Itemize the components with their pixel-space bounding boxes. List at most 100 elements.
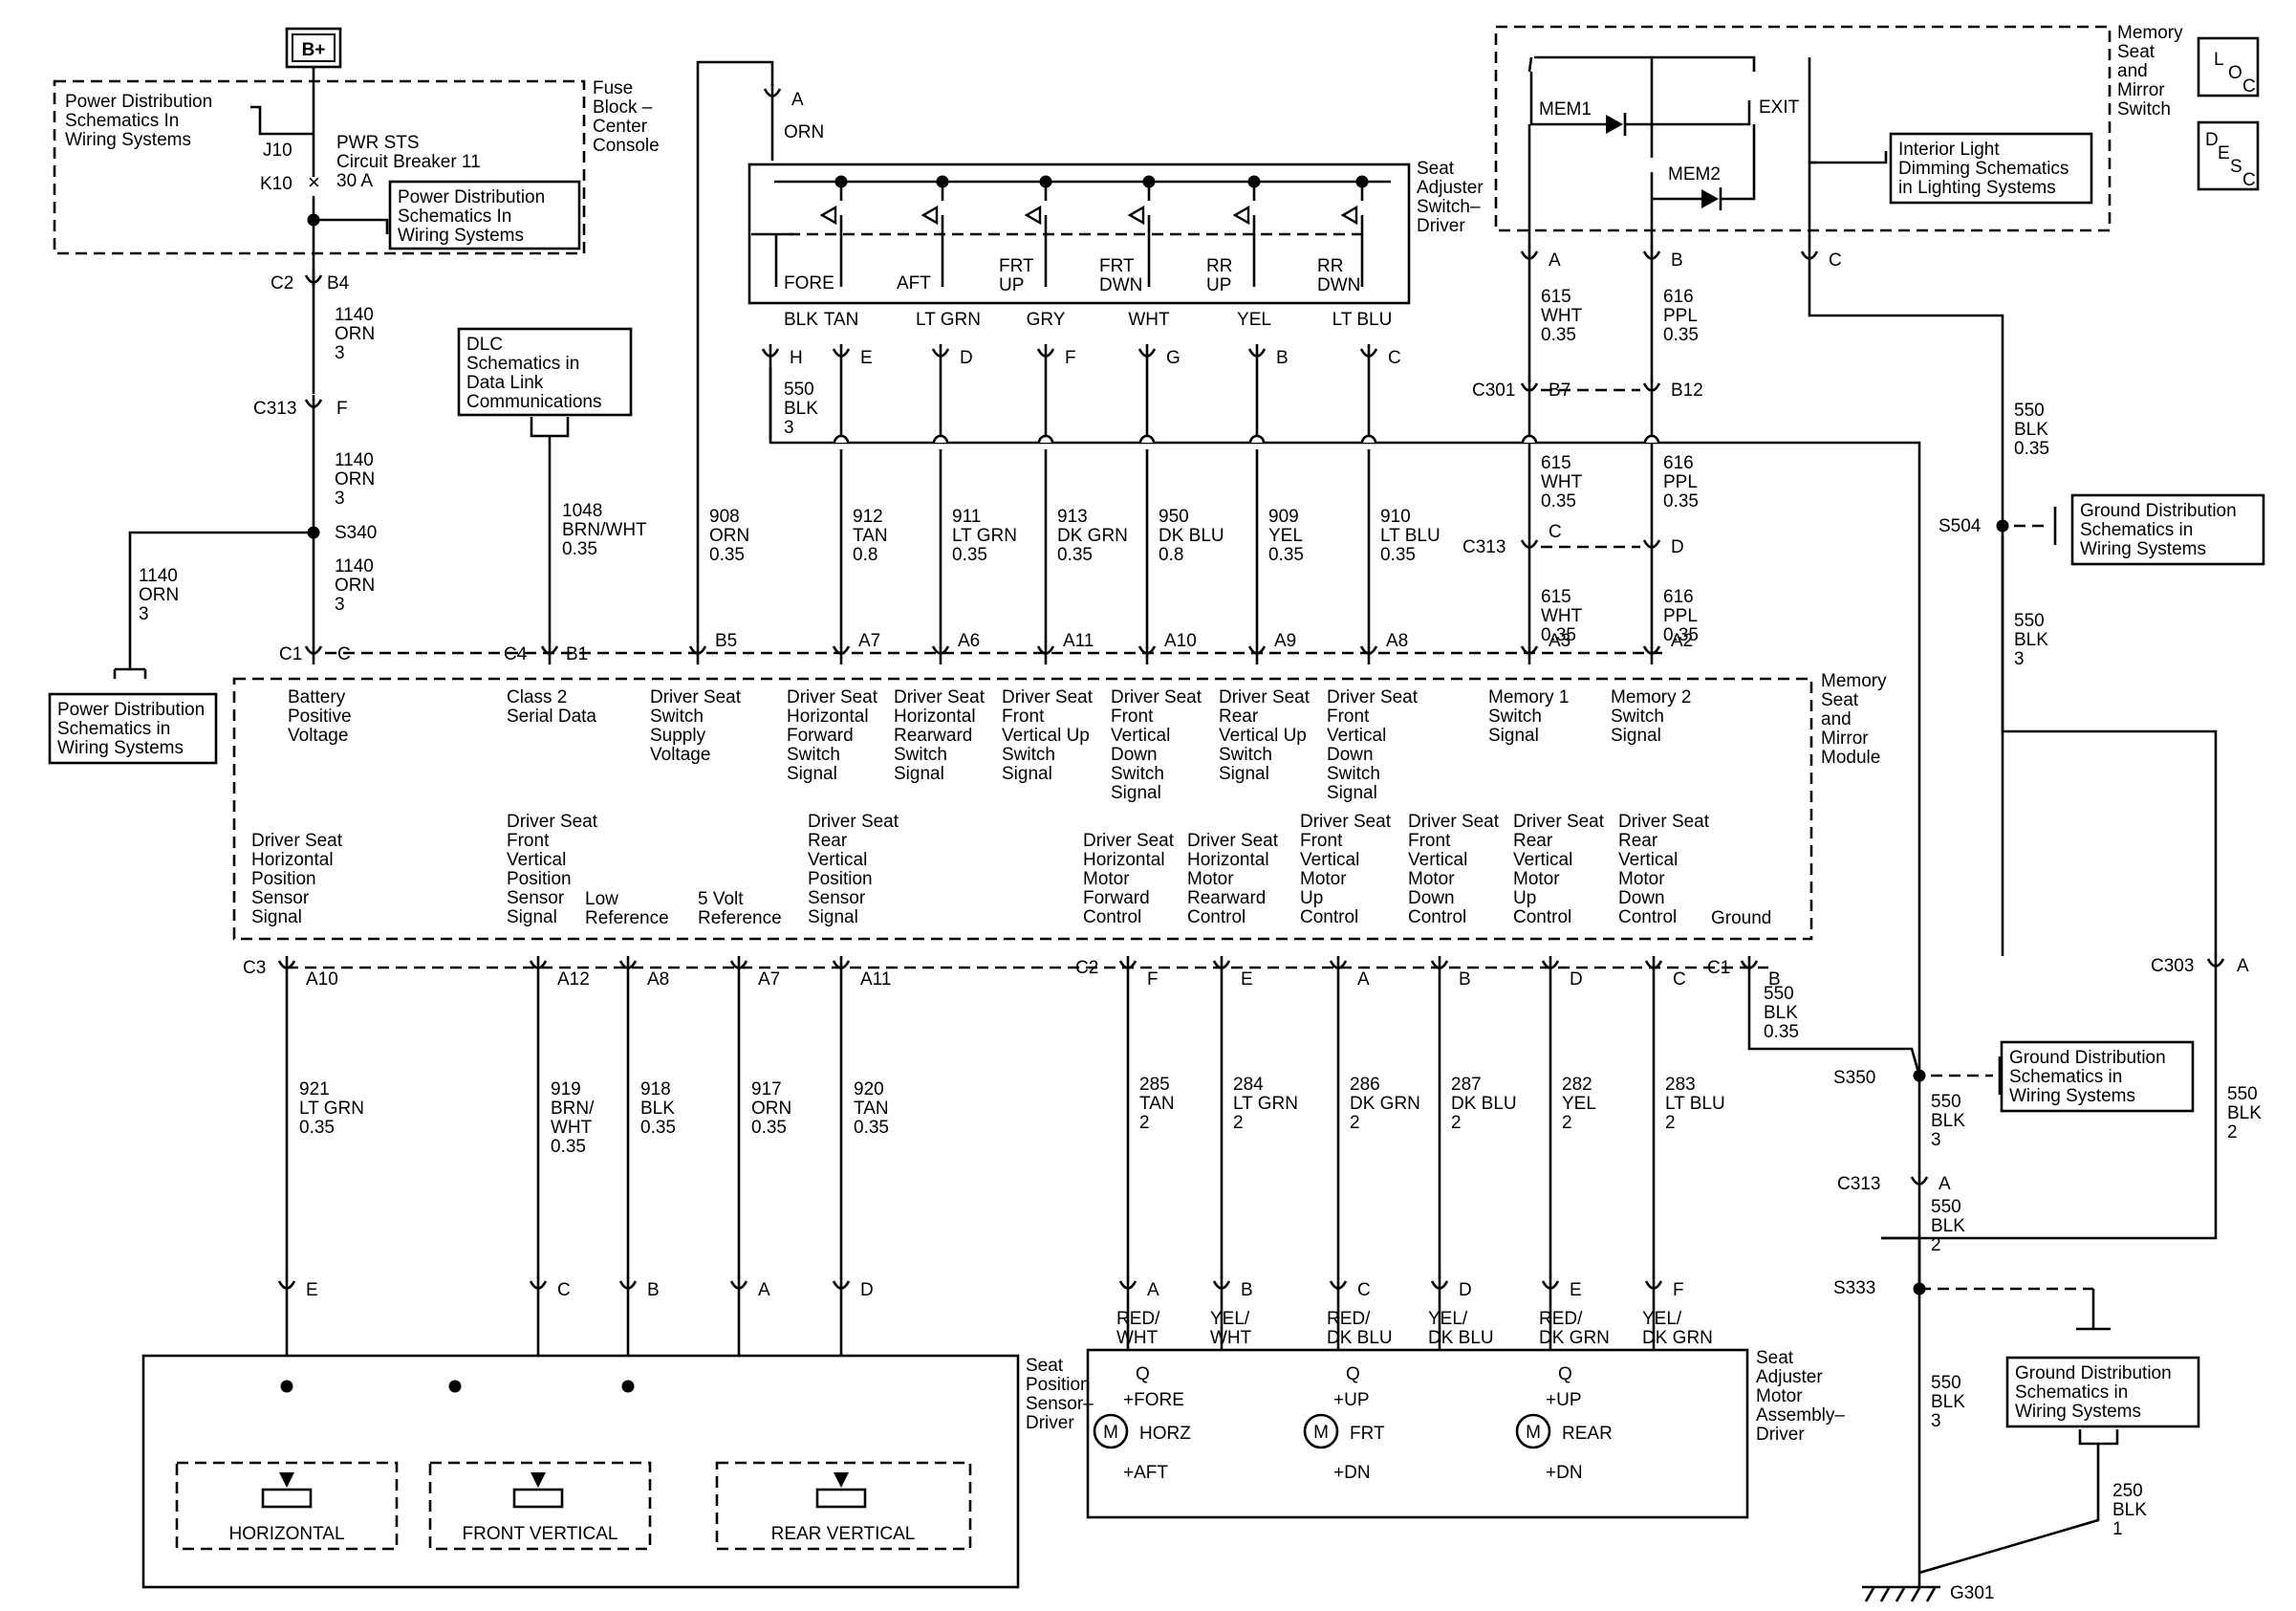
module-outline <box>232 677 1813 941</box>
conn-A8 <box>1359 642 1378 664</box>
conn-A10 <box>1137 642 1157 664</box>
loc-l: L <box>2214 50 2224 70</box>
fuse-pd-mid <box>388 180 581 250</box>
lbl-c2: C2 <box>271 273 293 294</box>
switch-pin-label: C <box>1388 348 1401 368</box>
conn-bottom-F <box>1118 956 1137 979</box>
fuse-k10: K10 <box>260 174 292 194</box>
switch-contact-dot <box>1355 175 1369 188</box>
conn-bottom-A8 <box>618 956 638 979</box>
lbl-c313-c: C <box>1549 522 1562 542</box>
lbl-A10: A10 <box>1164 631 1197 651</box>
switch-pin-H <box>761 344 780 367</box>
conn-bottom-A <box>1329 956 1348 979</box>
lbl-c4: C4 <box>504 644 528 664</box>
mem1-diode <box>1606 115 1623 134</box>
switch-pin-label: F <box>1065 348 1076 368</box>
lbl-s340: S340 <box>335 523 377 543</box>
switch-pin-label: G <box>1166 348 1180 368</box>
motor-pin-E <box>1541 1276 1560 1299</box>
mem2-right <box>1721 124 1756 201</box>
frt-label: FRONT VERTICAL <box>463 1524 618 1544</box>
battery-label: B+ <box>302 40 326 60</box>
conn-bottom-A11 <box>832 956 851 979</box>
conn-c301-b7 <box>1520 379 1539 402</box>
switch-arrow <box>819 205 837 226</box>
motor-m-2: M <box>1526 1423 1541 1443</box>
motor-wire-color2-E: RED/DK GRN <box>1539 1309 1610 1348</box>
lbl-bottom-F: F <box>1147 969 1159 990</box>
conn-c313-a-ground <box>1910 1172 1929 1195</box>
lbl-s350: S350 <box>1833 1068 1875 1088</box>
lbl-bottom-C: C <box>1673 969 1686 990</box>
sensor-pin-B-label: B <box>647 1280 660 1300</box>
conn-c313-c <box>1520 535 1539 558</box>
gd504-ref <box>2070 493 2265 566</box>
conn-c1-c <box>304 642 323 664</box>
wiper-arrow <box>531 1472 546 1488</box>
switch-contact-dot <box>1247 175 1261 188</box>
conn-c301-b12 <box>1642 379 1661 402</box>
lbl-b4: B4 <box>327 273 350 294</box>
ground-hatch <box>1879 1587 1891 1602</box>
wire-908-route <box>696 60 774 642</box>
mem2-label: MEM2 <box>1668 164 1721 185</box>
desc-e: E <box>2218 143 2230 163</box>
lbl-g301: G301 <box>1950 1583 1994 1603</box>
lbl-A6: A6 <box>958 631 980 651</box>
lbl-switch-orn: ORN <box>784 122 824 142</box>
lbl-switch-a: A <box>791 90 804 110</box>
sensor-dot <box>448 1380 462 1393</box>
motor-back-0: +AFT <box>1123 1463 1168 1483</box>
rear-resistor <box>815 1488 867 1509</box>
rear-label: REAR VERTICAL <box>771 1524 916 1544</box>
wire-550-to-s333 <box>1881 977 2218 1240</box>
switch-pin-D <box>931 344 950 367</box>
lbl-c303-a: A <box>2237 956 2249 976</box>
conn-bottom-B <box>1740 956 1759 979</box>
ground-hatch <box>1910 1587 1921 1602</box>
conn-bottom-C <box>1644 956 1663 979</box>
sensor-pin-D-label: D <box>860 1280 874 1300</box>
mem-pin-B <box>1642 247 1661 270</box>
wire-250 <box>1918 1444 2100 1575</box>
motor-name-2: REAR <box>1562 1424 1613 1444</box>
rear-outline <box>715 1461 972 1551</box>
sensor-pin-A-label: A <box>758 1280 770 1300</box>
lbl-bottom-D: D <box>1570 969 1583 990</box>
motor-fwd-2: +UP <box>1546 1390 1582 1410</box>
loc-o: O <box>2228 63 2242 83</box>
conn-bottom-A12 <box>529 956 548 979</box>
motor-back-2: +DN <box>1546 1463 1583 1483</box>
switch-pin-label: H <box>790 348 803 368</box>
lbl-s333: S333 <box>1833 1278 1875 1298</box>
switch-wire-color: BLK <box>784 310 818 330</box>
motor-wire-color2-B: YEL/WHT <box>1210 1309 1252 1348</box>
sensor-dot <box>280 1380 293 1393</box>
desc-box <box>2197 120 2260 191</box>
